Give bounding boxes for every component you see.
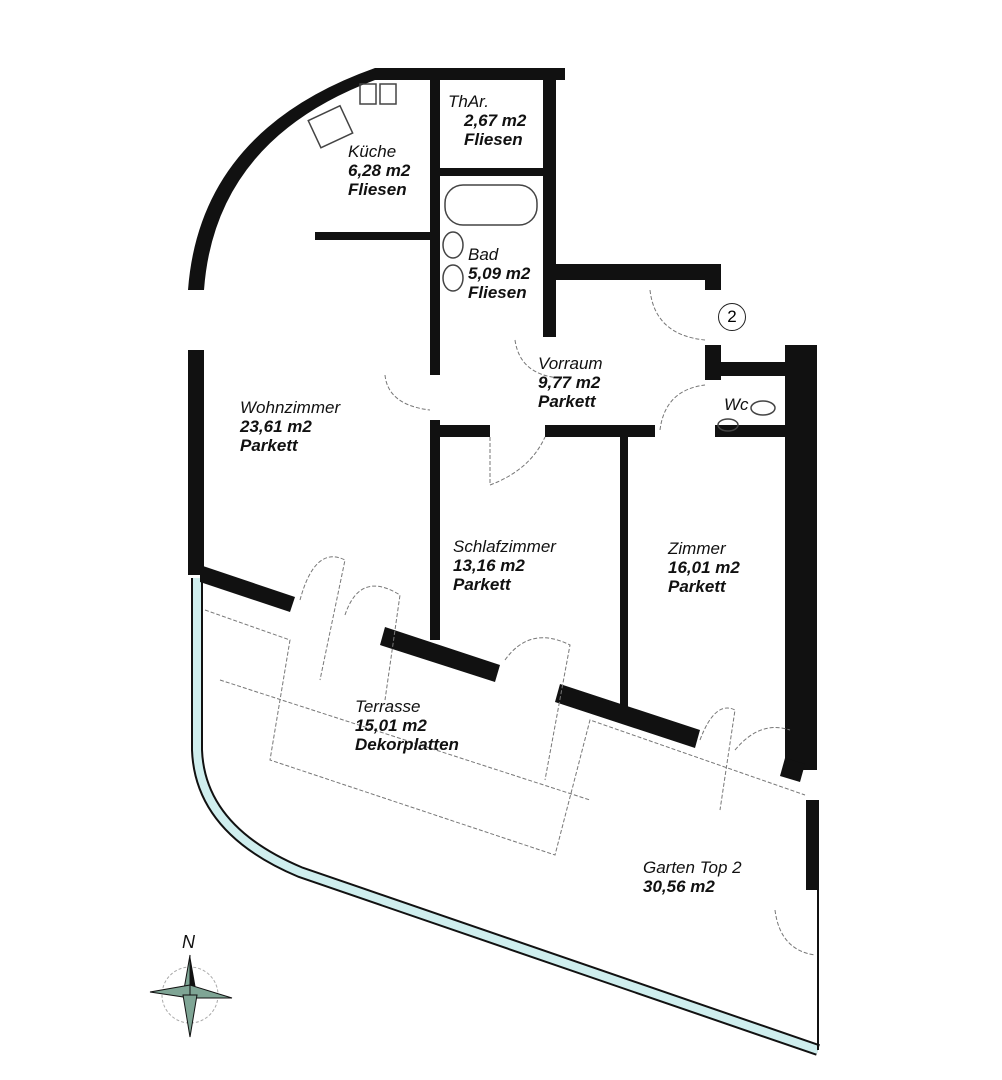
kitchen-sink-icon <box>307 104 354 149</box>
bathtub-icon <box>444 184 538 226</box>
garden-boundary <box>191 578 820 1056</box>
fixtures <box>307 83 776 432</box>
terrace-outline <box>204 609 806 856</box>
walls <box>188 68 818 890</box>
compass-rose-icon <box>149 954 233 1038</box>
compass-north-label: N <box>182 932 195 952</box>
sink-icon <box>442 231 464 259</box>
room-label-wc: Wc <box>724 395 749 414</box>
doors <box>299 289 816 956</box>
toilet-icon <box>750 400 776 416</box>
unit-number-badge: 2 <box>718 303 746 331</box>
